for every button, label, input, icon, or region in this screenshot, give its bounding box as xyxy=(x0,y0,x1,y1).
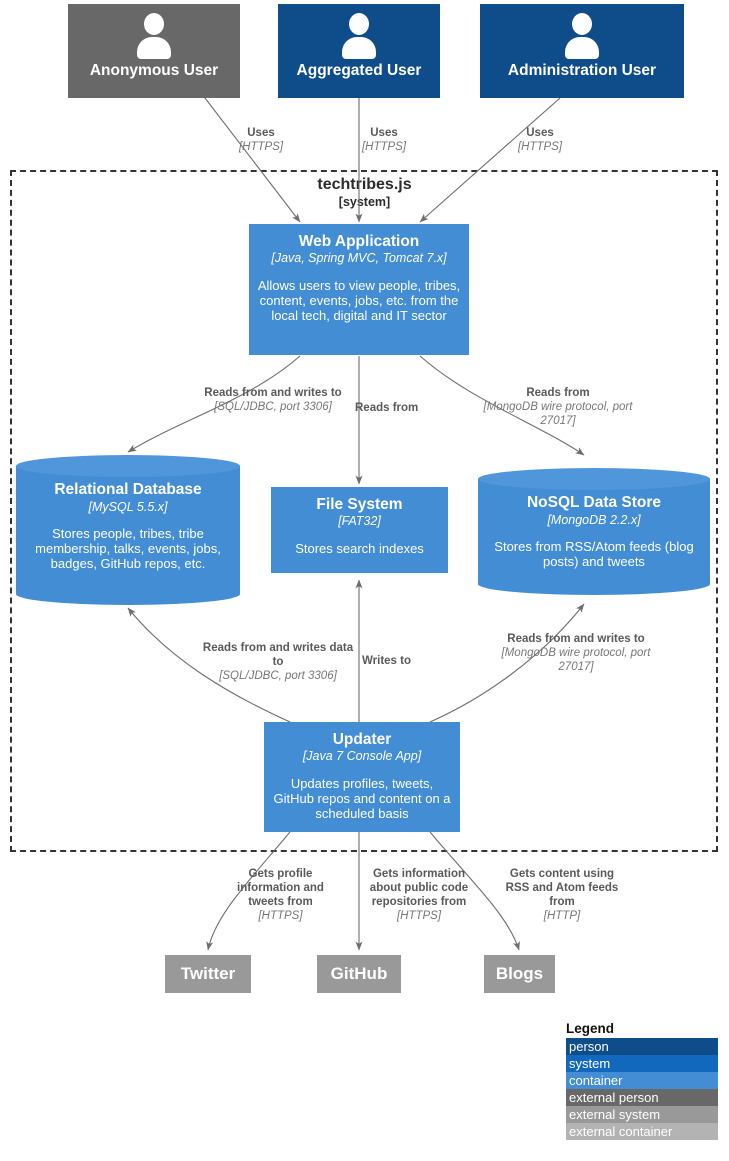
node-blogs[interactable]: Blogs xyxy=(484,955,555,993)
node-title: Aggregated User xyxy=(296,62,422,79)
edge-label-text: Reads from and writes to xyxy=(507,633,645,645)
node-title: Updater xyxy=(332,731,392,748)
node-technology: [FAT32] xyxy=(338,514,381,529)
node-technology: [Java 7 Console App] xyxy=(302,749,422,764)
legend-item-label: external system xyxy=(569,1107,661,1122)
edge-protocol-text: [HTTPS] xyxy=(517,141,563,154)
edge-label-admin-to-web: Uses [HTTPS] xyxy=(495,126,585,154)
cylinder-body xyxy=(478,479,710,584)
node-technology: [MySQL 5.5.x] xyxy=(88,500,168,514)
node-title: GitHub xyxy=(330,964,388,983)
edge-protocol-text: [HTTPS] xyxy=(258,910,303,923)
person-icon xyxy=(132,13,176,59)
node-description: Stores search indexes xyxy=(295,540,424,556)
node-description: Stores people, tribes, tribe membership,… xyxy=(35,526,221,572)
node-title: Anonymous User xyxy=(89,62,219,79)
node-text: NoSQL Data Store [MongoDB 2.2.x] Stores … xyxy=(478,494,710,569)
node-nosql-data-store[interactable]: NoSQL Data Store [MongoDB 2.2.x] Stores … xyxy=(478,468,710,595)
system-boundary-type: [system] xyxy=(338,195,391,209)
edge-label-text: Gets content using RSS and Atom feeds fr… xyxy=(505,868,619,909)
edge-label-text: Gets profile information and tweets from xyxy=(237,868,324,909)
edge-label-updater-to-rdbms: Reads from and writes data to [SQL/JDBC,… xyxy=(200,641,356,683)
person-icon xyxy=(337,13,381,59)
cylinder-top xyxy=(478,468,710,490)
legend-item-label: external person xyxy=(569,1090,659,1105)
edge-label-text: Uses xyxy=(370,127,398,139)
edge-label-text: Reads from xyxy=(355,402,419,414)
edge-protocol-text: [HTTP] xyxy=(543,910,581,923)
edge-protocol-text: [MongoDB wire protocol, port 27017] xyxy=(501,647,651,674)
cylinder-bottom xyxy=(478,573,710,595)
legend-item-label: system xyxy=(569,1056,611,1071)
node-github[interactable]: GitHub xyxy=(317,955,401,993)
node-administration-user[interactable]: Administration User xyxy=(480,4,684,98)
legend-item-container: container xyxy=(566,1072,718,1089)
legend-item-label: container xyxy=(569,1073,623,1088)
node-updater[interactable]: Updater [Java 7 Console App] Updates pro… xyxy=(264,722,460,832)
node-description: Stores from RSS/Atom feeds (blog posts) … xyxy=(494,539,694,570)
edge-protocol-text: [HTTPS] xyxy=(361,141,407,154)
node-aggregated-user[interactable]: Aggregated User xyxy=(278,4,440,98)
node-relational-database[interactable]: Relational Database [MySQL 5.5.x] Stores… xyxy=(16,455,240,605)
edge-label-aggregated-to-web: Uses [HTTPS] xyxy=(339,126,429,154)
edge-label-text: Uses xyxy=(526,127,554,139)
node-text: Relational Database [MySQL 5.5.x] Stores… xyxy=(16,481,240,572)
edge-protocol-text: [HTTPS] xyxy=(396,910,442,923)
node-web-application[interactable]: Web Application [Java, Spring MVC, Tomca… xyxy=(249,224,469,355)
cylinder-bottom xyxy=(16,583,240,605)
edge-label-web-to-rdbms: Reads from and writes to [SQL/JDBC, port… xyxy=(199,386,347,414)
edge-protocol-text: [SQL/JDBC, port 3306] xyxy=(219,670,337,683)
node-title: Web Application xyxy=(298,233,420,250)
legend-title: Legend xyxy=(566,1021,615,1036)
edge-label-text: Uses xyxy=(247,127,275,139)
edge-label-text: Reads from and writes to xyxy=(204,387,342,399)
system-boundary-name: techtribes.js xyxy=(317,176,412,193)
node-title: Relational Database xyxy=(54,481,202,498)
node-description: Allows users to view people, tribes, con… xyxy=(257,277,461,324)
legend-item-label: external container xyxy=(569,1124,673,1139)
edge-label-text: Gets information about public code repos… xyxy=(369,868,469,909)
legend: Legend person system container external … xyxy=(566,1021,718,1140)
edge-label-updater-to-github: Gets information about public code repos… xyxy=(360,867,478,923)
node-file-system[interactable]: File System [FAT32] Stores search indexe… xyxy=(271,487,448,573)
node-title: Twitter xyxy=(180,964,236,983)
edge-protocol-text: [MongoDB wire protocol, port 27017] xyxy=(483,401,633,428)
cylinder-top xyxy=(16,455,240,477)
legend-item-person: person xyxy=(566,1038,718,1055)
node-technology: [MongoDB 2.2.x] xyxy=(547,513,641,527)
node-twitter[interactable]: Twitter xyxy=(165,955,251,993)
edge-label-web-to-filesystem: Reads from xyxy=(355,401,459,415)
legend-item-external-system: external system xyxy=(566,1106,718,1123)
edge-label-web-to-nosql: Reads from [MongoDB wire protocol, port … xyxy=(473,386,643,428)
edge-label-text: Writes to xyxy=(362,655,411,667)
edge-label-updater-to-blogs: Gets content using RSS and Atom feeds fr… xyxy=(497,867,627,923)
legend-item-label: person xyxy=(569,1039,609,1054)
legend-item-system: system xyxy=(566,1055,718,1072)
legend-item-external-person: external person xyxy=(566,1089,718,1106)
node-title: File System xyxy=(316,496,403,513)
edge-label-text: Reads from and writes data to xyxy=(202,642,354,669)
legend-item-external-container: external container xyxy=(566,1123,718,1140)
edge-label-updater-to-twitter: Gets profile information and tweets from… xyxy=(222,867,339,923)
node-description: Updates profiles, tweets, GitHub repos a… xyxy=(273,775,451,822)
edge-label-anonymous-to-web: Uses [HTTPS] xyxy=(216,126,306,154)
edge-label-text: Reads from xyxy=(526,387,590,399)
edge-protocol-text: [HTTPS] xyxy=(238,141,284,154)
edge-protocol-text: [SQL/JDBC, port 3306] xyxy=(214,401,332,414)
node-title: NoSQL Data Store xyxy=(526,494,662,511)
person-icon xyxy=(560,13,604,59)
node-title: Administration User xyxy=(507,62,657,79)
node-title: Blogs xyxy=(495,964,544,983)
node-technology: [Java, Spring MVC, Tomcat 7.x] xyxy=(271,251,447,266)
system-boundary xyxy=(10,170,718,852)
system-boundary-label: techtribes.js [system] xyxy=(0,176,729,209)
cylinder-body xyxy=(16,466,240,594)
edge-label-updater-to-filesystem: Writes to xyxy=(362,654,456,668)
edge-label-updater-to-nosql: Reads from and writes to [MongoDB wire p… xyxy=(493,632,659,674)
node-anonymous-user[interactable]: Anonymous User xyxy=(68,4,240,98)
